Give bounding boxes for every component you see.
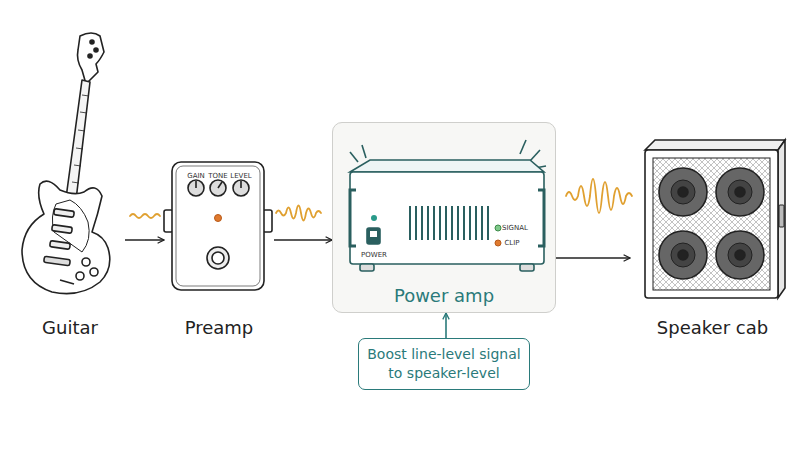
switch-label: POWER: [361, 251, 387, 259]
amp-drawing: [350, 140, 546, 271]
vent-slot: [481, 206, 483, 240]
cab-drawing: [645, 140, 785, 298]
node-label: Guitar: [42, 317, 98, 342]
node-label: Power amp: [394, 285, 494, 312]
vent-slot: [487, 206, 489, 240]
vent-slot: [433, 206, 435, 240]
vent-slot: [451, 206, 453, 240]
knob-label: GAIN: [187, 172, 205, 180]
vent-slot: [415, 206, 417, 240]
signal-arrow: [274, 239, 332, 241]
vent-slot: [439, 206, 441, 240]
vent-slot: [421, 206, 423, 240]
vent-slot: [445, 206, 447, 240]
signal-waves: [130, 179, 632, 221]
knob-label: LEVEL: [230, 172, 251, 180]
node-label: Preamp: [185, 317, 254, 342]
vent-slot: [475, 206, 477, 240]
highlight-panel: [332, 122, 556, 313]
vent-slot: [463, 206, 465, 240]
callout-box: Boost line-level signal to speaker-level: [358, 338, 530, 390]
led-label: SIGNAL: [502, 224, 528, 232]
guitar-drawing: [22, 33, 110, 294]
vent-slot: [469, 206, 471, 240]
guitar-node: Guitar: [15, 50, 125, 342]
preamp-node: Preamp: [164, 158, 274, 342]
vent-slot: [427, 206, 429, 240]
led-label: CLIP: [504, 239, 519, 247]
node-label: Boost line-level signal to speaker-level: [367, 345, 521, 383]
signal-arrow: [125, 239, 164, 241]
pedal-drawing: [164, 162, 272, 290]
knob-label: TONE: [208, 172, 227, 180]
vent-slot: [409, 206, 411, 240]
power-amp-panel: Power amp: [332, 122, 556, 313]
signal-arrow: [556, 257, 630, 259]
speaker-cab-node: Speaker cab: [630, 136, 795, 342]
vent-slot: [457, 206, 459, 240]
signal-arrow: [445, 313, 447, 338]
node-label: Speaker cab: [657, 317, 768, 342]
